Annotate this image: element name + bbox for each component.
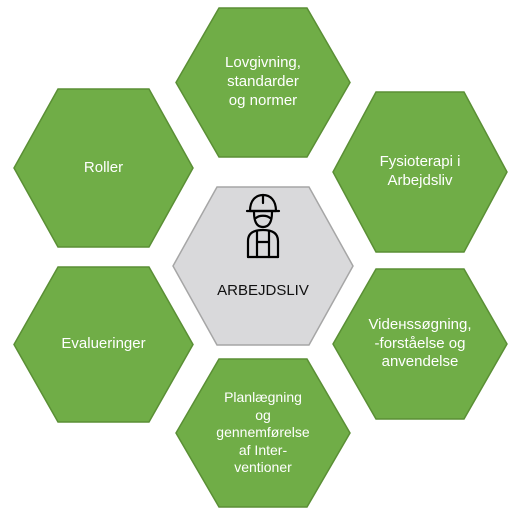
construction-worker-icon	[245, 193, 281, 259]
hexagon-label: Lovgivning, standarder og normer	[225, 54, 301, 109]
hexagon-planlaegning: Planlægning og gennemførelse af Inter- v…	[175, 358, 351, 508]
hexagon-fysioterapi: Fysioterapi i Arbejdsliv	[332, 91, 508, 253]
center-label: ARBEJDSLIV	[217, 282, 309, 299]
hexagon-roller: Roller	[13, 88, 194, 248]
hexagon-shape	[13, 88, 194, 248]
hexagon-label: Planlægning og gennemførelse af Inter- v…	[216, 389, 310, 476]
hexagon-shape	[172, 186, 354, 346]
hexagon-shape	[175, 7, 351, 158]
hexagon-shape	[332, 91, 508, 253]
hexagon-vidensoegning: Vidенssøgning, -forståelse og anvendelse	[332, 268, 508, 420]
hexagon-shape	[175, 358, 351, 508]
hexagon-lovgivning: Lovgivning, standarder og normer	[175, 7, 351, 158]
hexagon-label: Fysioterapi i Arbejdsliv	[379, 153, 461, 189]
hexagon-evalueringer: Evalueringer	[13, 266, 194, 423]
hexagon-shape	[332, 268, 508, 420]
hexagon-label: Roller	[83, 158, 124, 176]
hexagon-shape	[13, 266, 194, 423]
hexagon-center-arbejdsliv: ARBEJDSLIV	[172, 186, 354, 346]
hexagon-label: Evalueringer	[61, 335, 146, 353]
hexagon-label: Vidенssøgning, -forståelse og anvendelse	[368, 315, 472, 371]
